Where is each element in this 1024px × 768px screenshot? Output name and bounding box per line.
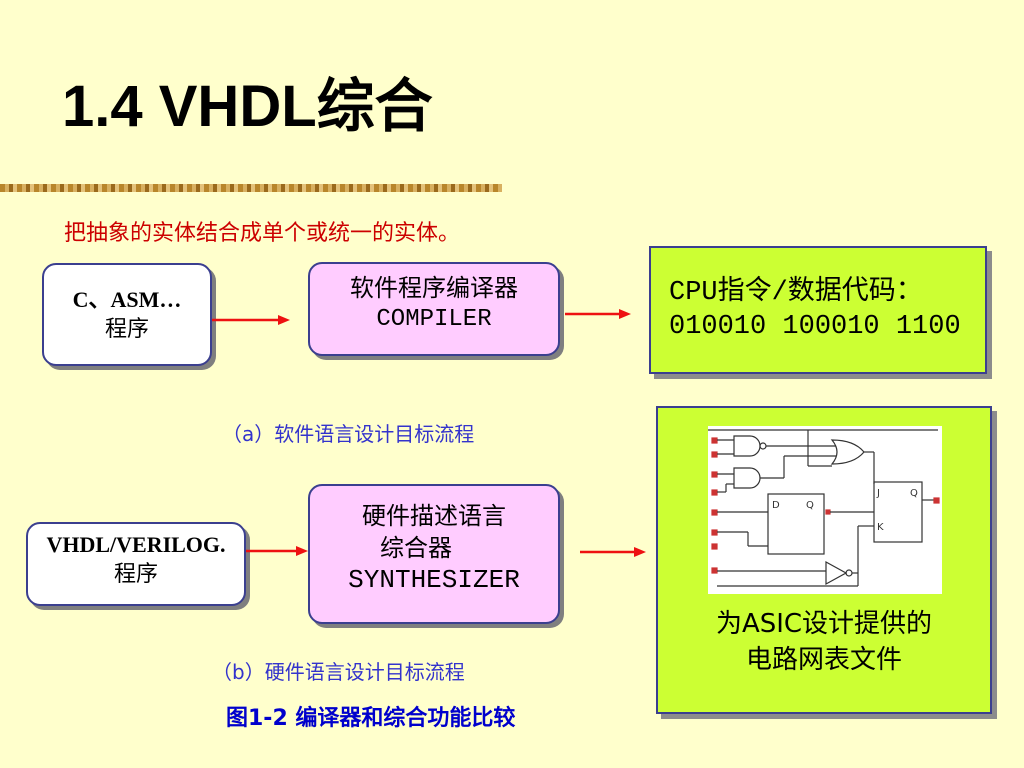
arrow-a1 bbox=[212, 315, 290, 325]
synthesizer-box-line1: 硬件描述语言 bbox=[362, 502, 506, 530]
netlist-box: D Q J Q K 为ASIC设计提供的 电路网表文件 bbox=[656, 406, 992, 714]
figure-caption: 图1-2 编译器和综合功能比较 bbox=[226, 706, 516, 731]
slide-subtitle: 把抽象的实体结合成单个或统一的实体。 bbox=[64, 221, 461, 246]
circuit-netlist-diagram: D Q J Q K bbox=[708, 426, 942, 594]
source-box-c-asm-line2: 程序 bbox=[104, 317, 149, 342]
netlist-box-line1: 为ASIC设计提供的 bbox=[715, 609, 933, 639]
cpu-code-box: CPU指令/数据代码： 010010 100010 1100 bbox=[649, 246, 987, 374]
ff2-k-label: K bbox=[877, 522, 884, 533]
cpu-code-box-line2: 010010 100010 1100 bbox=[669, 312, 961, 342]
caption-a: （a）软件语言设计目标流程 bbox=[222, 422, 475, 446]
synthesizer-box: 硬件描述语言 综合器 SYNTHESIZER bbox=[308, 484, 560, 624]
source-box-vhdl-line1: VHDL/VERILOG. bbox=[46, 532, 226, 557]
netlist-box-line2: 电路网表文件 bbox=[745, 645, 902, 675]
source-box-c-asm-line1: C、ASM… bbox=[72, 287, 182, 312]
ff1-q-label: Q bbox=[806, 500, 814, 511]
netlist-box-text: 为ASIC设计提供的 电路网表文件 bbox=[658, 606, 990, 678]
synthesizer-box-english: SYNTHESIZER bbox=[348, 565, 520, 595]
source-box-vhdl-line2: 程序 bbox=[113, 562, 158, 587]
arrow-b1 bbox=[246, 546, 308, 556]
compiler-box-english: COMPILER bbox=[376, 306, 492, 333]
source-box-c-asm: C、ASM… 程序 bbox=[42, 263, 212, 366]
ff1-d-label: D bbox=[772, 500, 780, 511]
title-divider bbox=[0, 184, 502, 192]
caption-b: （b）硬件语言设计目标流程 bbox=[212, 660, 465, 684]
ff2-q-label: Q bbox=[910, 488, 918, 499]
arrow-b2 bbox=[580, 547, 646, 557]
source-box-vhdl: VHDL/VERILOG. 程序 bbox=[26, 522, 246, 606]
ff2-j-label: J bbox=[876, 488, 880, 499]
synthesizer-box-line2: 综合器 bbox=[380, 534, 452, 562]
cpu-code-box-line1: CPU指令/数据代码： bbox=[669, 278, 923, 308]
compiler-box: 软件程序编译器 COMPILER bbox=[308, 262, 560, 356]
arrow-a2 bbox=[565, 309, 631, 319]
compiler-box-title: 软件程序编译器 bbox=[350, 274, 518, 302]
slide-title: 1.4 VHDL综合 bbox=[62, 74, 433, 139]
